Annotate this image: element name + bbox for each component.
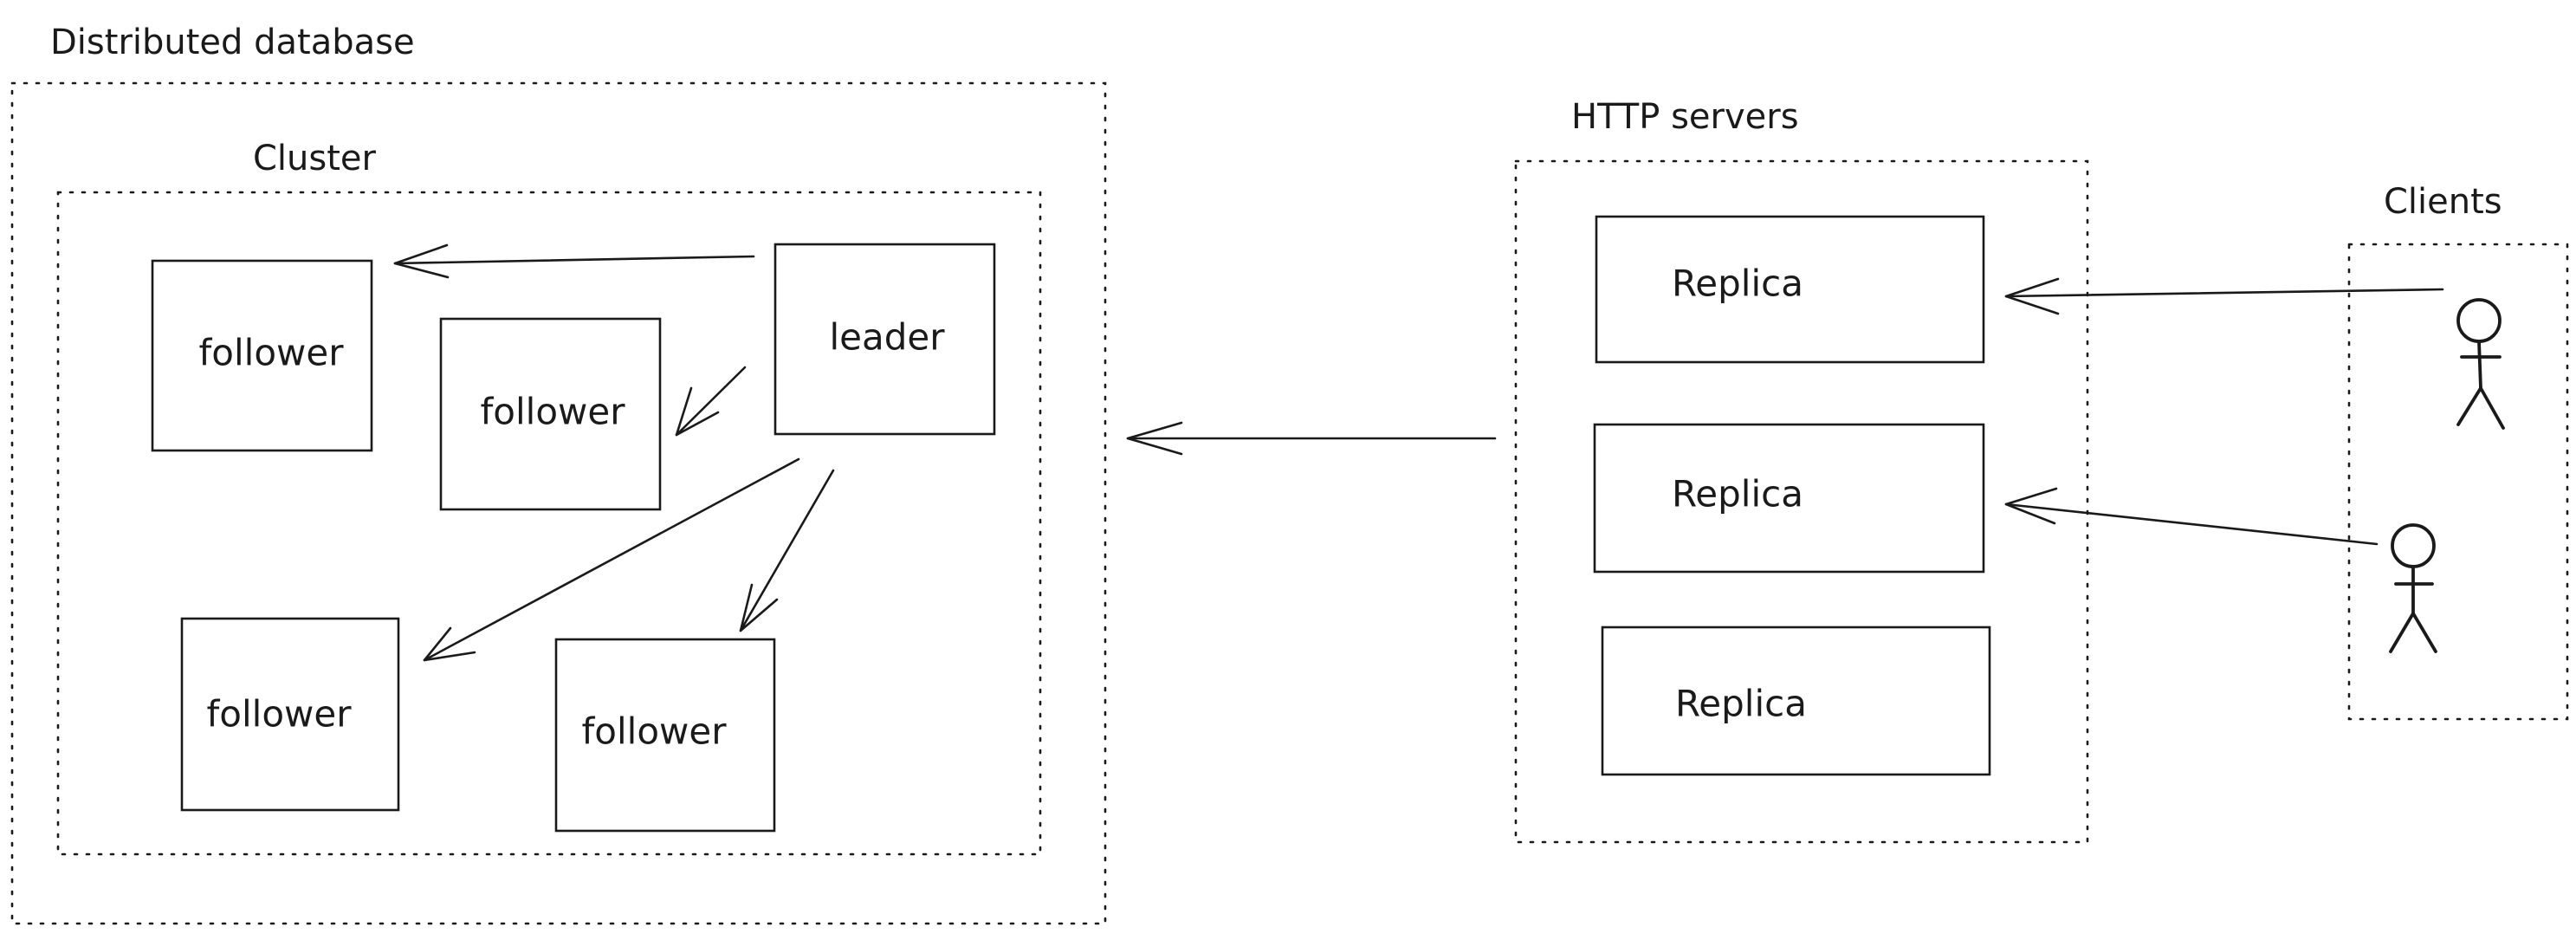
client-request-arrow-2 xyxy=(2004,487,2379,546)
clients-label: Clients xyxy=(2384,182,2502,222)
replication-arrow-top-left xyxy=(393,243,755,279)
follower-label: follower xyxy=(199,332,345,374)
stick-figure-icon xyxy=(2456,298,2505,430)
replica-node-2: Replica xyxy=(1593,423,1985,574)
replica-label: Replica xyxy=(1672,473,1803,515)
http-servers-label: HTTP servers xyxy=(1571,97,1799,137)
replica-label: Replica xyxy=(1672,263,1803,305)
stick-figure-icon xyxy=(2389,523,2437,653)
request-arrow-to-database xyxy=(1126,421,1497,456)
distributed-database-label: Distributed database xyxy=(50,23,415,62)
replica-label: Replica xyxy=(1675,683,1807,725)
distributed-database-group xyxy=(10,81,1107,925)
clients-group xyxy=(2347,243,2569,721)
follower-label: follower xyxy=(582,710,728,753)
replication-arrow-top-mid xyxy=(675,366,747,437)
follower-node-top-left: follower xyxy=(151,259,373,452)
client-request-arrow-1 xyxy=(2004,277,2444,315)
follower-node-bottom-left: follower xyxy=(180,617,400,812)
follower-node-bottom-mid: follower xyxy=(554,638,776,833)
cluster-group xyxy=(56,191,1042,856)
leader-label: leader xyxy=(829,316,945,359)
leader-node: leader xyxy=(773,243,996,436)
http-servers-group xyxy=(1514,159,2089,844)
follower-label: follower xyxy=(481,391,626,433)
replica-node-3: Replica xyxy=(1601,626,1991,776)
cluster-label: Cluster xyxy=(253,139,377,178)
replication-arrow-bottom-left xyxy=(423,457,800,662)
follower-label: follower xyxy=(207,693,353,736)
follower-node-top-mid: follower xyxy=(439,317,662,511)
replication-arrow-bottom-mid xyxy=(739,469,835,632)
replica-node-1: Replica xyxy=(1595,215,1985,364)
